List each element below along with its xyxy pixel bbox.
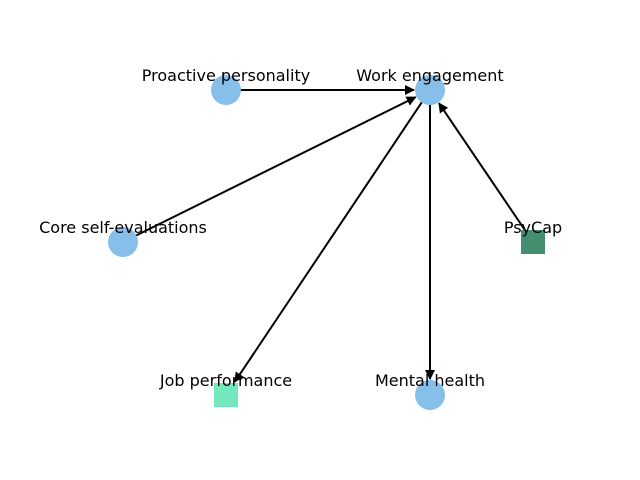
node-job-performance	[214, 383, 238, 407]
node-label-work-engagement: Work engagement	[356, 66, 503, 85]
edge-cse-to-engagement	[134, 96, 417, 238]
node-proactive-personality	[211, 75, 241, 105]
node-label-mental-health: Mental health	[375, 371, 485, 390]
node-psycap	[521, 230, 545, 254]
edge-psycap-to-engagement	[438, 102, 527, 232]
node-label-core-self-evaluations: Core self-evaluations	[39, 218, 207, 237]
edges	[134, 85, 527, 383]
edge-engagement-to-jobperf	[234, 100, 424, 383]
nodes	[108, 75, 545, 410]
node-label-psycap: PsyCap	[504, 218, 562, 237]
node-work-engagement	[415, 75, 445, 105]
node-label-job-performance: Job performance	[159, 371, 292, 390]
node-mental-health	[415, 380, 445, 410]
node-core-self-evaluations	[108, 227, 138, 257]
labels: Proactive personality Work engagementCore…	[39, 66, 562, 390]
node-label-proactive-personality: Proactive personality	[142, 66, 310, 85]
